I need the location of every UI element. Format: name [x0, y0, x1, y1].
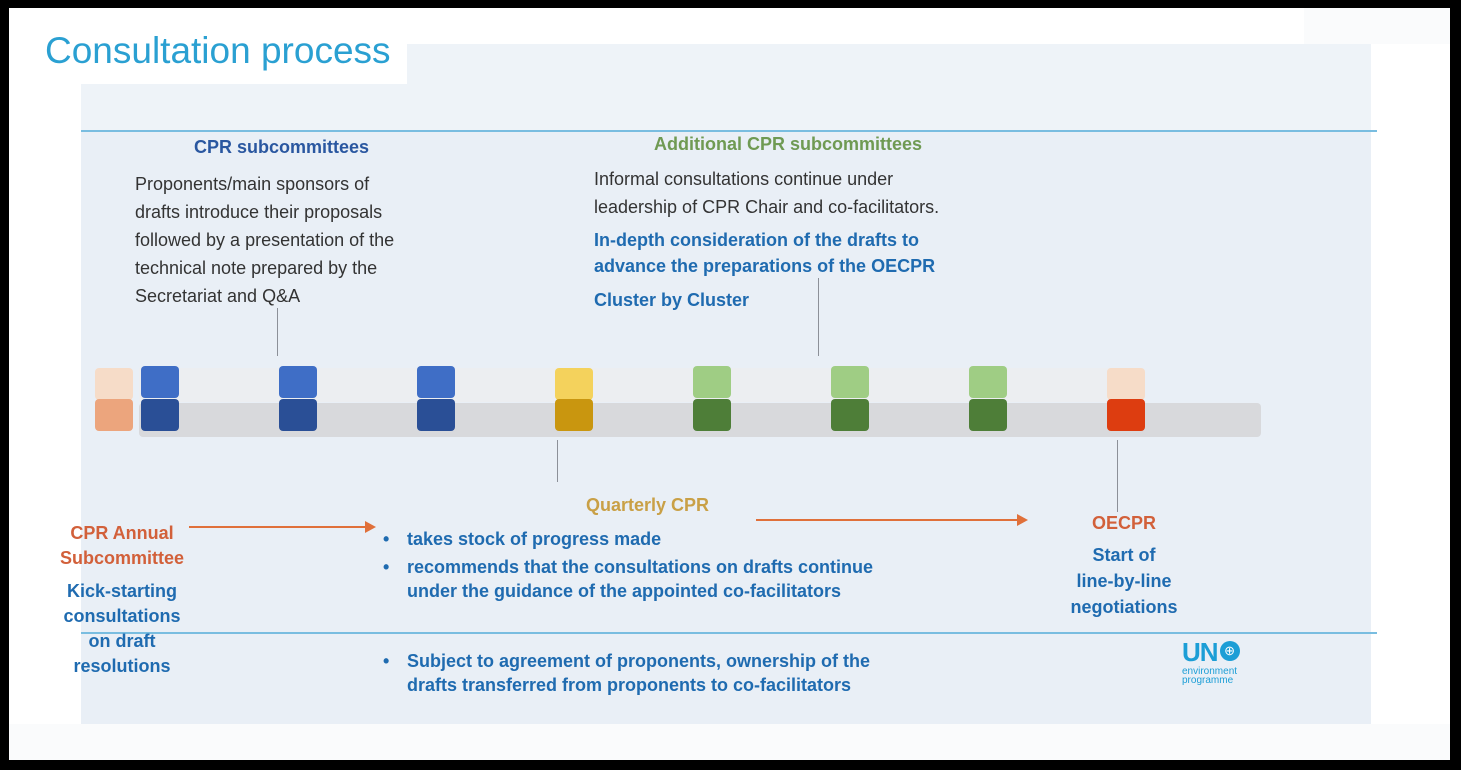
timeline-marker-green-light: [831, 366, 869, 398]
oecpr-description-line: line-by-line: [1076, 571, 1172, 591]
slide-frame: Consultation process CPR subcommittees P…: [9, 8, 1450, 760]
description-line: Proponents/main sponsors of: [135, 174, 370, 194]
bullet-item: takes stock of progress made: [375, 527, 895, 551]
connector-line: [818, 278, 819, 356]
timeline-marker-blue-light: [417, 366, 455, 398]
description-line: drafts introduce their proposals: [135, 202, 383, 222]
timeline-marker-green-dark: [969, 399, 1007, 431]
timeline-marker-blue-dark: [279, 399, 317, 431]
cpr-annual-heading-line: Subcommittee: [59, 548, 185, 568]
description-line: technical note prepared by the: [135, 258, 378, 278]
in-depth-consideration-text: In-depth consideration of the drafts to …: [594, 227, 935, 279]
timeline-marker-green-dark: [831, 399, 869, 431]
description-line: leadership of CPR Chair and co-facilitat…: [594, 197, 940, 217]
top-right-margin: [1304, 8, 1450, 44]
un-environment-logo: UN⊕ environment programme: [1182, 637, 1272, 707]
cpr-annual-description-line: Kick-starting: [66, 581, 178, 601]
oecpr-heading: OECPR: [1091, 513, 1156, 533]
description-line: advance the preparations of the OECPR: [594, 256, 936, 276]
connector-line: [1117, 440, 1118, 512]
additional-cpr-subcommittees-heading: Additional CPR subcommittees: [654, 134, 923, 154]
un-emblem-icon: ⊕: [1219, 641, 1240, 661]
cpr-annual-subcommittee-block: CPR Annual Subcommittee Kick-starting co…: [47, 521, 197, 679]
cpr-annual-description-line: on draft: [88, 631, 156, 651]
description-line: Secretariat and Q&A: [135, 286, 301, 306]
timeline-marker-gold-dark: [555, 399, 593, 431]
un-logo-text: UN: [1182, 637, 1219, 667]
connector-line: [277, 308, 278, 356]
arrow-to-oecpr: [756, 514, 1028, 526]
additional-subcommittees-description: Informal consultations continue under le…: [594, 165, 939, 221]
timeline-marker-blue-light: [141, 366, 179, 398]
timeline-marker-gold-light: [555, 368, 593, 400]
top-divider-line: [81, 130, 1377, 132]
cpr-subcommittees-heading: CPR subcommittees: [194, 137, 370, 157]
oecpr-description-line: Start of: [1092, 545, 1156, 565]
description-line: followed by a presentation of the: [135, 230, 395, 250]
quarterly-cpr-ownership-bullet: Subject to agreement of proponents, owne…: [375, 649, 895, 701]
timeline-marker-green-light: [693, 366, 731, 398]
cpr-annual-description-line: consultations: [63, 606, 181, 626]
logo-subtitle-line: environment: [1182, 666, 1238, 677]
description-line: Informal consultations continue under: [594, 169, 894, 189]
cluster-by-cluster-text: Cluster by Cluster: [594, 290, 750, 310]
logo-subtitle-line: programme: [1182, 675, 1234, 686]
slide-title: Consultation process: [35, 22, 407, 84]
cpr-subcommittees-description: Proponents/main sponsors of drafts intro…: [135, 170, 394, 310]
timeline-marker-green-light: [969, 366, 1007, 398]
timeline-marker-peach-light: [95, 368, 133, 400]
timeline-marker-blue-dark: [141, 399, 179, 431]
timeline-marker-peach-dark: [95, 399, 133, 431]
timeline-marker-green-dark: [693, 399, 731, 431]
bottom-divider-line: [81, 632, 1377, 634]
bullet-item: Subject to agreement of proponents, owne…: [375, 649, 895, 697]
arrow-to-quarterly-cpr: [189, 521, 376, 533]
quarterly-cpr-bullets: takes stock of progress made recommends …: [375, 527, 895, 607]
cpr-annual-description-line: resolutions: [73, 656, 171, 676]
timeline-marker-red: [1107, 399, 1145, 431]
bottom-margin: [9, 724, 1450, 760]
timeline-marker-blue-light: [279, 366, 317, 398]
connector-line: [557, 440, 558, 482]
timeline-marker-peach-light: [1107, 368, 1145, 400]
description-line: In-depth consideration of the drafts to: [594, 230, 919, 250]
timeline-marker-blue-dark: [417, 399, 455, 431]
oecpr-description-line: negotiations: [1070, 597, 1178, 617]
oecpr-block: OECPR Start of line-by-line negotiations: [1049, 510, 1199, 620]
bullet-item: recommends that the consultations on dra…: [375, 555, 895, 603]
quarterly-cpr-heading: Quarterly CPR: [586, 495, 710, 515]
cpr-annual-heading-line: CPR Annual: [70, 523, 174, 543]
